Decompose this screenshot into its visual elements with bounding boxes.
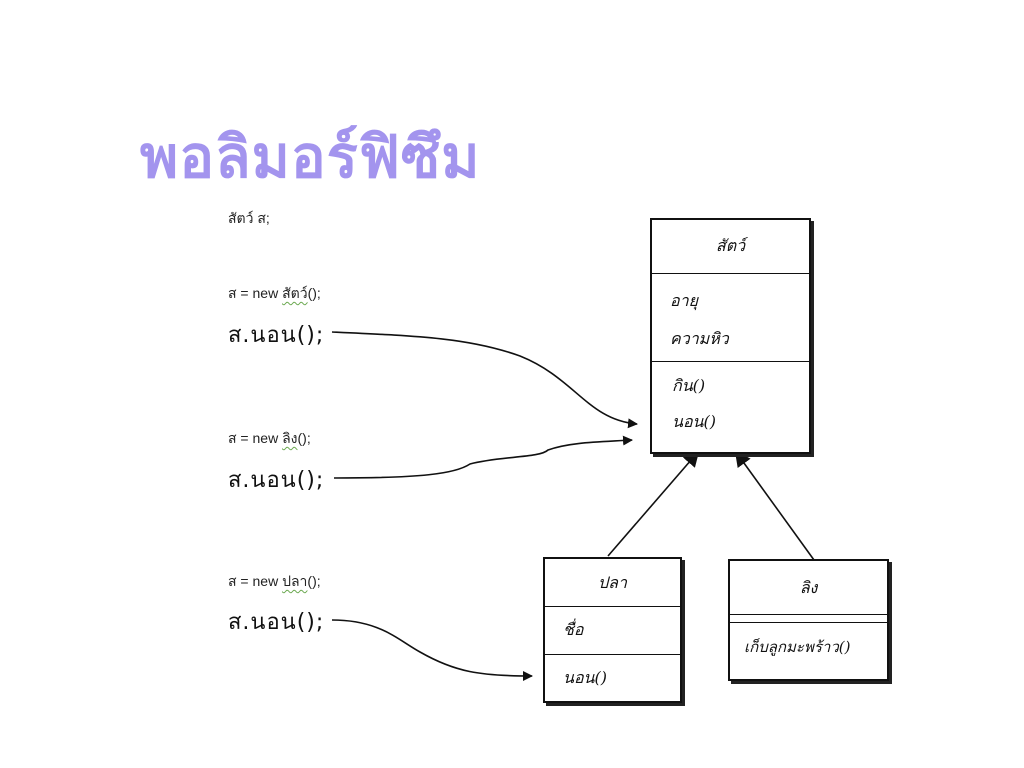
class-ref-animal: สัตว์ bbox=[282, 285, 308, 301]
class-attributes-fish: ชื่อ bbox=[545, 607, 680, 655]
code-call-3: ส.นอน(); bbox=[228, 610, 325, 635]
attribute-age: อายุ bbox=[670, 291, 698, 310]
attribute-name: ชื่อ bbox=[563, 620, 584, 639]
class-methods-animal: กิน() นอน() bbox=[652, 362, 809, 440]
page-title: พอลิมอร์ฟิซึม bbox=[140, 123, 481, 191]
uml-class-fish: ปลา ชื่อ นอน() bbox=[543, 557, 682, 703]
call-arrow-monkey bbox=[333, 435, 633, 479]
class-methods-fish: นอน() bbox=[545, 655, 680, 701]
class-ref-monkey: ลิง bbox=[282, 430, 298, 446]
attribute-hunger: ความหิว bbox=[670, 329, 729, 348]
class-attributes-monkey bbox=[730, 615, 887, 623]
method-collect-coconut: เก็บลูกมะพร้าว() bbox=[744, 638, 851, 656]
inherit-arrow-monkey bbox=[734, 450, 815, 561]
class-name-animal: สัตว์ bbox=[652, 220, 809, 274]
code-call-1: ส.นอน(); bbox=[228, 323, 325, 348]
code-declaration: สัตว์ ส; bbox=[228, 210, 270, 226]
method-sleep-fish: นอน() bbox=[563, 668, 607, 687]
call-arrow-fish bbox=[331, 619, 533, 681]
class-attributes-animal: อายุ ความหิว bbox=[652, 274, 809, 362]
inherit-arrow-fish bbox=[607, 450, 700, 557]
call-arrow-animal bbox=[331, 331, 638, 429]
uml-class-monkey: ลิง เก็บลูกมะพร้าว() bbox=[728, 559, 889, 681]
class-methods-monkey: เก็บลูกมะพร้าว() bbox=[730, 623, 887, 671]
method-eat: กิน() bbox=[672, 376, 706, 395]
code-assign-fish: ส = new ปลา(); bbox=[228, 573, 321, 589]
class-ref-fish: ปลา bbox=[282, 573, 308, 589]
code-assign-animal: ส = new สัตว์(); bbox=[228, 285, 321, 301]
code-assign-monkey: ส = new ลิง(); bbox=[228, 430, 311, 446]
class-name-monkey: ลิง bbox=[730, 561, 887, 615]
method-sleep: นอน() bbox=[672, 412, 716, 431]
uml-class-animal: สัตว์ อายุ ความหิว กิน() นอน() bbox=[650, 218, 811, 454]
class-name-fish: ปลา bbox=[545, 559, 680, 607]
code-call-2: ส.นอน(); bbox=[228, 468, 325, 493]
